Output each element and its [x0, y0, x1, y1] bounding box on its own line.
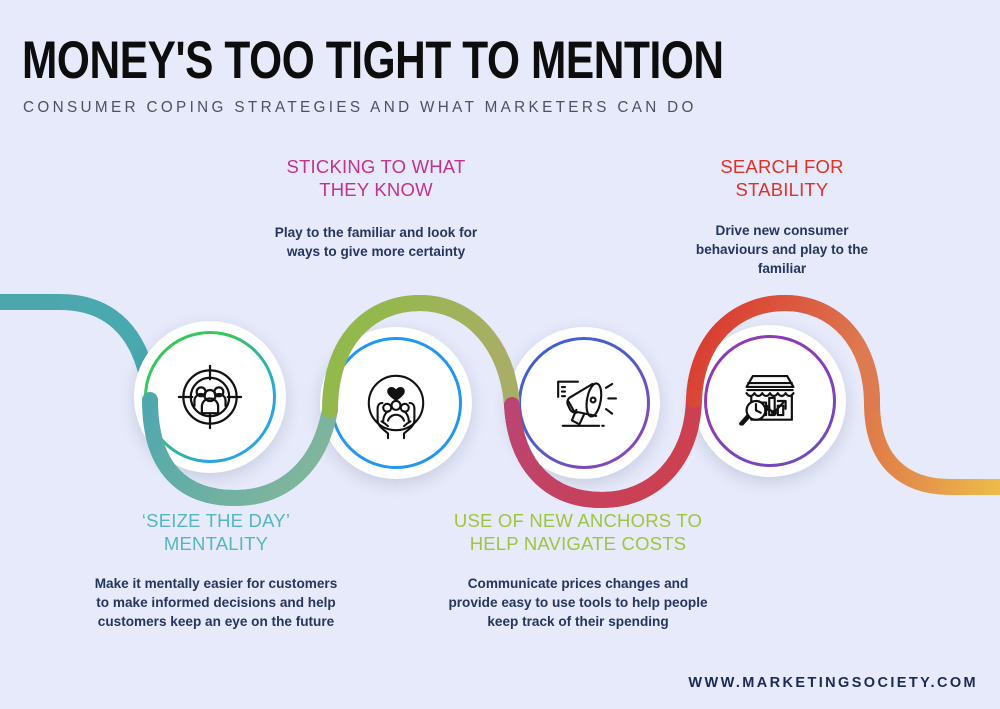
caption-seize-the-day-mentality: ‘SEIZE THE DAY’MENTALITY Make it mentall…	[48, 509, 384, 631]
node-sticking-to-what-they-know[interactable]	[320, 327, 472, 479]
caption-heading: ‘SEIZE THE DAY’MENTALITY	[141, 510, 291, 554]
node-seize-the-day[interactable]	[134, 321, 286, 473]
node-search-for-stability[interactable]	[694, 325, 846, 477]
node-use-of-new-anchors[interactable]	[508, 327, 660, 479]
page-subtitle: CONSUMER COPING STRATEGIES AND WHAT MARK…	[23, 99, 697, 116]
shop-analytics-search-icon	[694, 325, 846, 477]
megaphone-icon	[508, 327, 660, 479]
page-title: MONEY'S TOO TIGHT TO MENTION	[22, 31, 724, 90]
target-audience-icon	[134, 321, 286, 473]
footer-website-url[interactable]: WWW.MARKETINGSOCIETY.COM	[688, 675, 978, 691]
hands-holding-people-heart-icon	[320, 327, 472, 479]
